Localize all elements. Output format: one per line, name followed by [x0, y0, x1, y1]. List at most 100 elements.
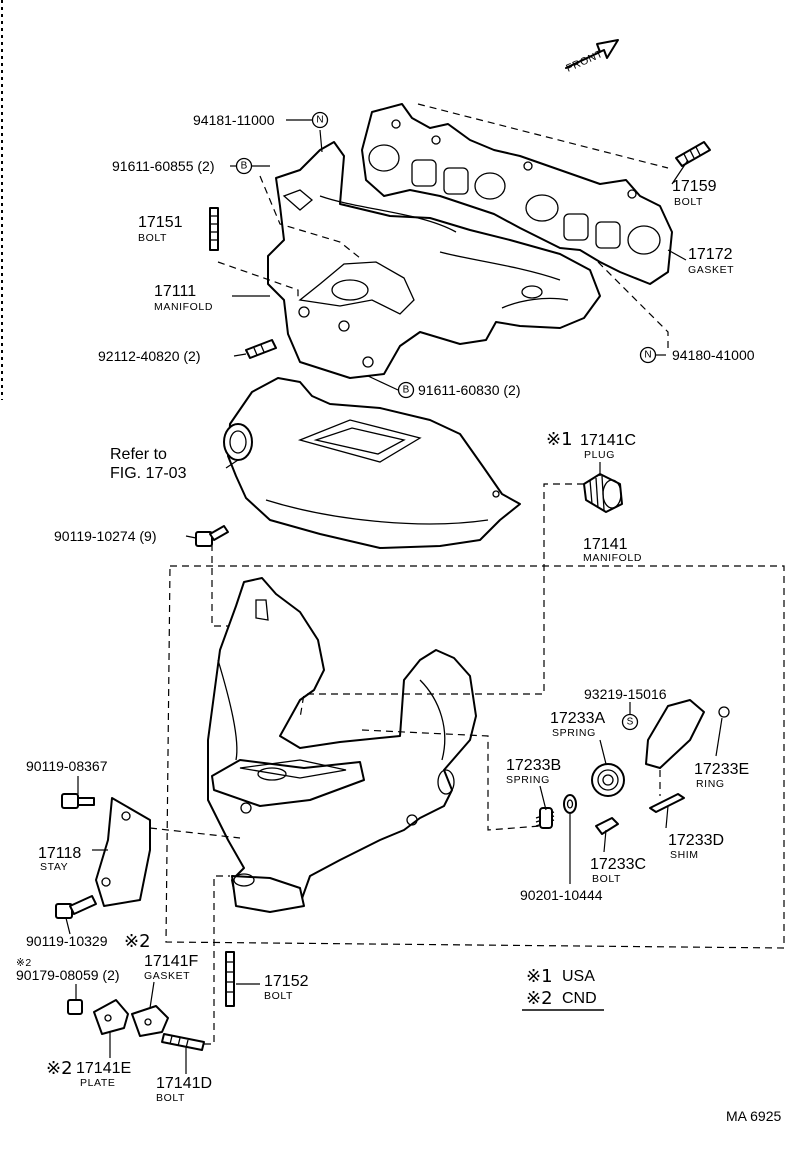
dashed-line-plug — [299, 483, 584, 719]
lever-drawing — [645, 699, 705, 769]
label-17141D-number: 17141D — [156, 1075, 212, 1092]
legend-cnd-text: CND — [562, 990, 597, 1007]
marker-text: N — [316, 115, 323, 126]
legend-cnd-mark: ※2 — [526, 988, 553, 1009]
label-17172-number: 17172 — [688, 246, 733, 263]
leader-17233B — [539, 785, 547, 811]
front-label: FRONT — [564, 48, 605, 75]
legend: ※1 USA ※2 CND — [522, 966, 604, 1011]
label-17141C-name: PLUG — [584, 449, 615, 461]
label-17233A-name: SPRING — [552, 727, 596, 739]
label-17233B-name: SPRING — [506, 774, 550, 786]
label-94181-11000: 94181-11000 — [193, 112, 275, 128]
label-17233A-number: 17233A — [550, 710, 605, 727]
label-90201-10444: 90201-10444 — [520, 887, 603, 903]
label-17118-name: STAY — [40, 861, 68, 873]
marker-n-94181: N — [311, 111, 329, 129]
marker-text: B — [403, 385, 410, 396]
marker-s-93219: S — [621, 713, 639, 731]
label-17118-number: 17118 — [38, 845, 81, 862]
leader-10329 — [65, 917, 71, 935]
dashed-line-17141D — [204, 875, 230, 1045]
legend-usa-mark: ※1 — [526, 966, 553, 987]
label-90119-10274: 90119-10274 (9) — [54, 528, 156, 544]
leader-60830 — [367, 375, 399, 391]
ring-17233E-drawing — [718, 706, 730, 718]
dashed-line-17233 — [361, 729, 541, 831]
marker-text: S — [627, 717, 634, 728]
stud-92112-drawing — [245, 339, 277, 359]
label-17141E-name: PLATE — [80, 1077, 115, 1089]
label-17141F-number: 17141F — [144, 953, 198, 970]
upper-manifold-drawing — [267, 141, 601, 379]
marker-b-60830: B — [397, 381, 415, 399]
label-17141C-number: 17141C — [580, 432, 636, 449]
stud-17159-drawing — [675, 141, 711, 167]
label-91611-60830: 91611-60830 (2) — [418, 382, 520, 398]
label-17141D-name: BOLT — [156, 1092, 185, 1104]
refer-to-line1: Refer to — [110, 446, 167, 463]
refer-to-line2: FIG. 17-03 — [110, 465, 187, 482]
label-17141-name: MANIFOLD — [583, 552, 642, 564]
label-17233D-number: 17233D — [668, 832, 724, 849]
marker-text: N — [644, 350, 651, 361]
manifold-assembly-box — [165, 565, 785, 949]
stay-17118-drawing — [95, 797, 151, 907]
spring-17233A-drawing — [591, 763, 625, 797]
label-17141E-mark: ※2 — [46, 1058, 73, 1079]
leader-17233A — [599, 739, 607, 765]
label-91611-60855: 91611-60855 (2) — [112, 158, 214, 174]
marker-text: B — [241, 161, 248, 172]
label-17152-number: 17152 — [264, 973, 309, 990]
front-arrow: FRONT — [564, 39, 619, 75]
leader-17233E — [715, 717, 723, 757]
label-17111-number: 17111 — [154, 283, 196, 300]
gasket-17141F-drawing — [131, 1005, 169, 1037]
leader-17141F — [149, 981, 155, 1009]
leader-17172 — [667, 249, 687, 261]
label-90119-08367: 90119-08367 — [26, 758, 108, 774]
label-92112-40820: 92112-40820 (2) — [98, 348, 200, 364]
marker-n-94180: N — [639, 346, 657, 364]
leader-94181-b — [319, 129, 323, 153]
bolt-90119-08367-drawing — [61, 793, 95, 809]
label-17152-name: BOLT — [264, 990, 293, 1002]
leader-17233C — [603, 829, 607, 853]
label-17141F-name: GASKET — [144, 970, 190, 982]
leader-refer — [225, 459, 239, 469]
label-17159-name: BOLT — [674, 196, 703, 208]
shim-17233D-drawing — [649, 793, 685, 813]
plug-drawing — [583, 473, 623, 513]
dashed-line-gasket-to-94180 — [597, 261, 669, 350]
label-17141E-number: 17141E — [76, 1060, 131, 1077]
marker-b-60855: B — [235, 157, 253, 175]
label-17233B-number: 17233B — [506, 757, 561, 774]
dashed-line-chamber-bolt — [211, 544, 228, 627]
dashed-line-stay — [149, 827, 241, 839]
label-94180-41000: 94180-41000 — [672, 347, 755, 363]
bolt-90119-10329-drawing — [55, 895, 97, 919]
leader-17233D — [665, 805, 669, 829]
label-90179-mark: ※2 — [16, 957, 32, 969]
label-90119-10329-mark: ※2 — [124, 931, 151, 952]
dashed-line-60855 — [259, 175, 361, 259]
label-17141-number: 17141 — [583, 536, 628, 553]
stud-17151-drawing — [209, 207, 219, 251]
label-17159-number: 17159 — [672, 178, 717, 195]
figure-code: MA 6925 — [726, 1108, 781, 1124]
leader-17159 — [671, 159, 689, 185]
label-93219-15016: 93219-15016 — [584, 686, 667, 702]
label-17233E-name: RING — [696, 778, 725, 790]
leader-92112 — [233, 353, 247, 357]
label-17151-number: 17151 — [138, 214, 183, 231]
bolt-17141D-drawing — [161, 1033, 205, 1051]
label-17172-name: GASKET — [688, 264, 734, 276]
label-17233C-number: 17233C — [590, 856, 646, 873]
label-90179-08059: 90179-08059 (2) — [16, 967, 120, 983]
stud-17152-drawing — [225, 951, 235, 1007]
lower-manifold-drawing — [207, 577, 477, 913]
label-17233C-name: BOLT — [592, 873, 621, 885]
plate-17141E-drawing — [93, 999, 129, 1035]
nut-90179-drawing — [67, 999, 83, 1015]
